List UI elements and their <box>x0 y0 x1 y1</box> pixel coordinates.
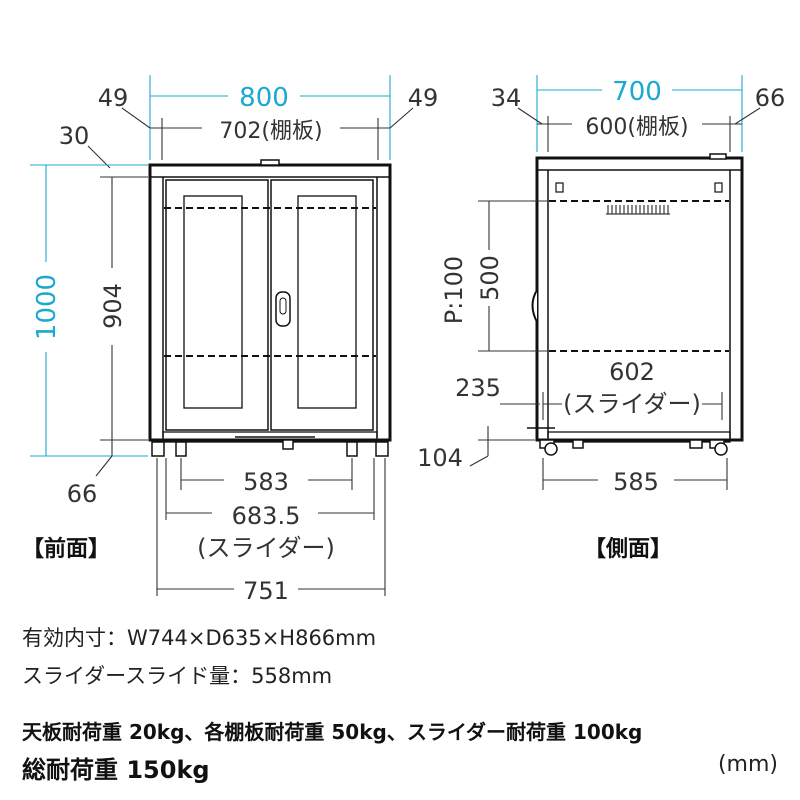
front-width-800: 800 <box>239 83 289 113</box>
caster-wheel-icon <box>544 442 558 456</box>
side-shelf-depth: 600(棚板) <box>585 115 688 140</box>
side-pitch: P:100 <box>440 256 468 324</box>
side-view <box>527 153 744 456</box>
load-capacity-line: 天板耐荷重 20kg、各棚板耐荷重 50kg、スライダー耐荷重 100kg <box>22 720 643 744</box>
unit-label: (mm) <box>717 752 778 777</box>
front-shelf-width: 702(棚板) <box>219 119 322 144</box>
front-height-904: 904 <box>99 283 127 329</box>
door-lock-icon <box>279 297 287 315</box>
front-cabinet-outline <box>148 163 392 442</box>
front-right-window <box>297 195 357 409</box>
front-right-overhang: 49 <box>408 84 439 112</box>
side-base-104: 104 <box>417 444 463 472</box>
side-caster-585: 585 <box>613 468 659 496</box>
front-view <box>148 159 392 457</box>
side-front-offset: 34 <box>491 84 522 112</box>
adjuster-foot-icon <box>689 439 703 449</box>
side-slider-depth-602: 602 <box>609 358 655 386</box>
caster-icon <box>346 441 358 457</box>
total-load-capacity: 総耐荷重 150kg <box>22 756 210 784</box>
front-view-label: 【前面】 <box>22 536 110 562</box>
top-handle <box>260 159 280 166</box>
latch-icon <box>714 182 723 193</box>
side-base <box>547 431 731 443</box>
latch-icon <box>555 182 564 193</box>
side-rear-offset: 66 <box>755 84 786 112</box>
side-door-handle <box>531 289 538 323</box>
side-slider-note: (スライダー) <box>563 390 701 418</box>
front-dimensions: 800 49 49 702(棚板) 30 1000 904 66 <box>22 75 438 605</box>
caster-icon <box>175 441 187 457</box>
adjuster-foot-icon <box>572 439 584 449</box>
effective-dimensions: 有効内寸：W744×D635×H866mm <box>22 626 377 650</box>
caster-icon <box>151 441 165 457</box>
vent-icon <box>606 205 670 215</box>
side-dimensions: 700 34 66 600(棚板) P:100 500 235 602 (スライ… <box>417 75 785 562</box>
front-base <box>162 431 378 443</box>
front-left-window <box>183 195 243 409</box>
adjuster-foot-icon <box>282 439 294 450</box>
front-left-door <box>165 179 269 431</box>
front-caster-583: 583 <box>243 468 289 496</box>
side-view-label: 【側面】 <box>584 537 672 562</box>
caster-wheel-icon <box>714 442 728 456</box>
side-slider-height-235: 235 <box>455 374 501 402</box>
front-slider-683-5: 683.5 <box>232 502 301 530</box>
side-top-handle <box>709 153 727 160</box>
front-top-thickness: 30 <box>59 122 90 150</box>
side-depth-700: 700 <box>612 77 662 107</box>
front-base-751: 751 <box>243 577 289 605</box>
front-height-1000: 1000 <box>32 274 62 340</box>
slider-travel: スライダースライド量：558mm <box>22 664 333 688</box>
front-bottom-66: 66 <box>67 480 98 508</box>
front-slider-note: (スライダー) <box>197 534 335 562</box>
front-right-door <box>270 179 374 431</box>
front-left-overhang: 49 <box>98 84 129 112</box>
side-shelf-range-500: 500 <box>476 255 504 301</box>
caster-icon <box>375 441 389 457</box>
